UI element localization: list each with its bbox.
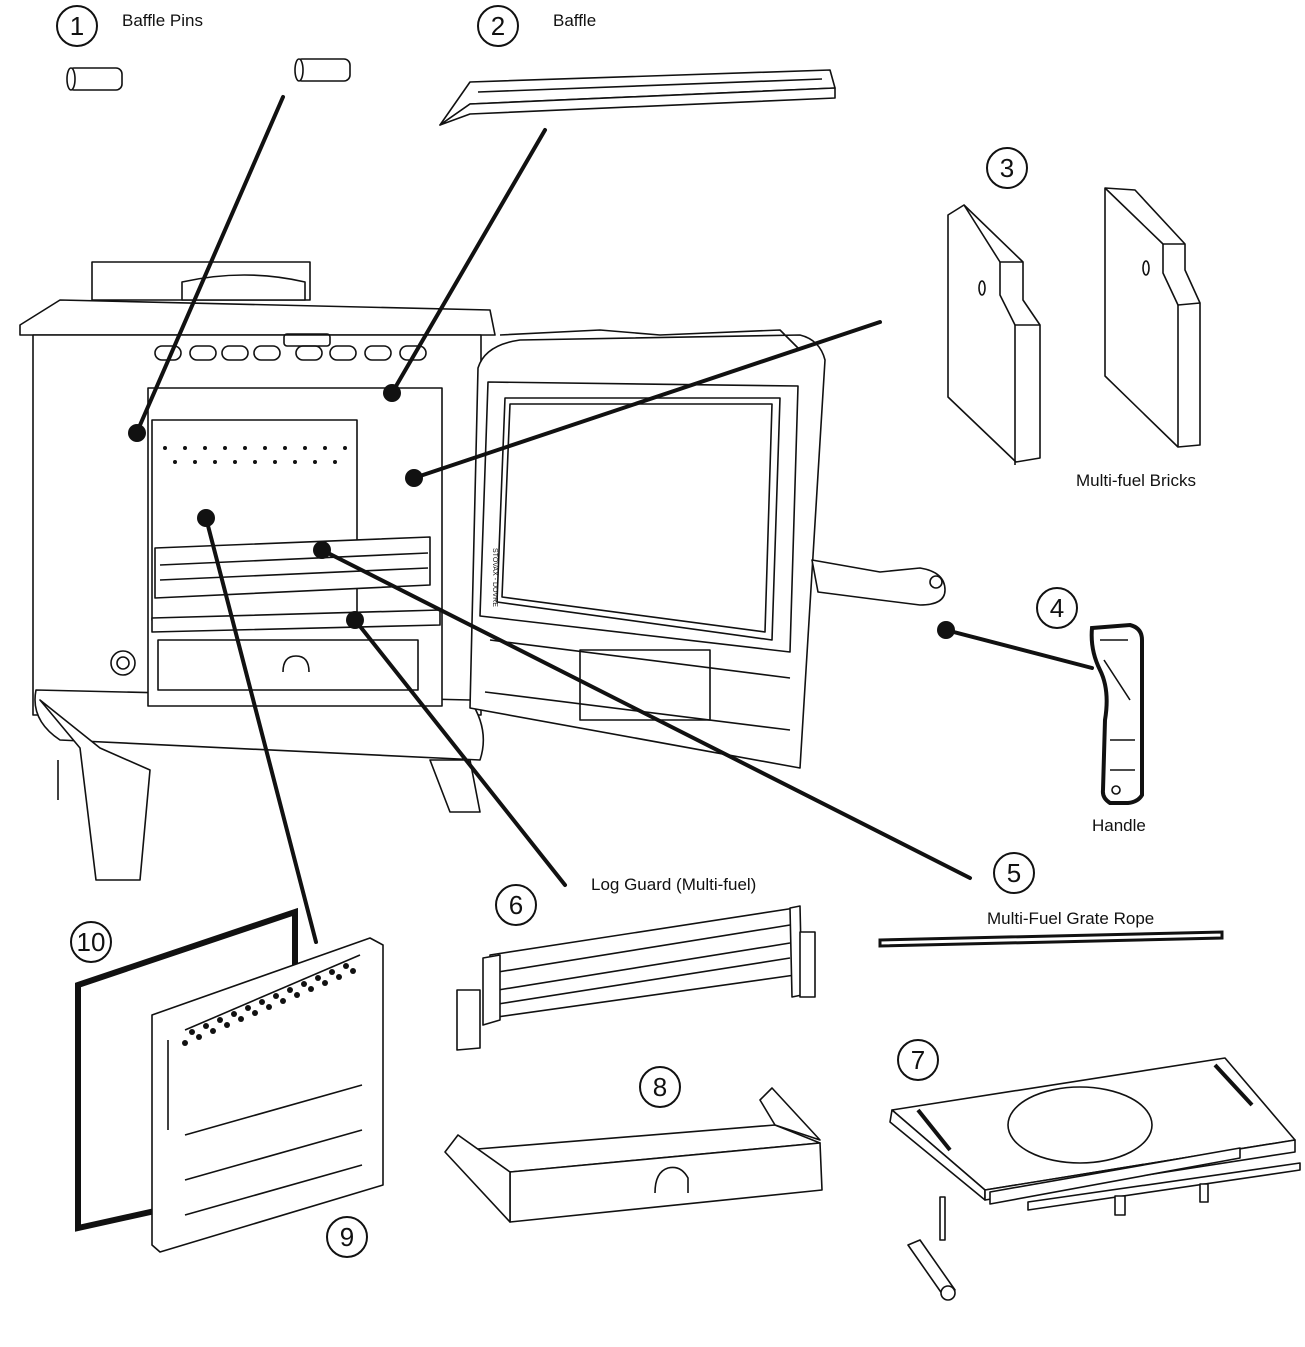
part-number-badge-8: 8: [639, 1066, 681, 1108]
part-number-badge-10: 10: [70, 921, 112, 963]
part-grate-rope: [878, 930, 1224, 948]
part-number-badge-5: 5: [993, 852, 1035, 894]
leader-lines: [128, 95, 1094, 944]
leader-handle: [944, 628, 1094, 670]
part-label-log-guard: Log Guard (Multi-fuel): [591, 875, 757, 894]
part-number-badge-3: 3: [986, 147, 1028, 189]
part-glass-panel: [75, 907, 384, 1253]
part-label-multifuel-bricks: Multi-fuel Bricks: [1076, 471, 1196, 490]
part-label-handle: Handle: [1092, 816, 1146, 835]
part-baffle-pins: [66, 58, 351, 91]
glass-panel-vent-holes: [182, 963, 356, 1046]
part-number-badge-4: 4: [1036, 587, 1078, 629]
part-label-baffle: Baffle: [553, 11, 597, 30]
leader-bricks: [412, 320, 882, 480]
part-number-badge-6: 6: [495, 884, 537, 926]
part-label-grate-rope: Multi-Fuel Grate Rope: [987, 909, 1155, 928]
leader-grate-rope: [320, 548, 972, 880]
part-number-badge-1: 1: [56, 5, 98, 47]
part-grate: [889, 1057, 1301, 1301]
part-number-badge-7: 7: [897, 1039, 939, 1081]
part-baffle: [439, 69, 836, 126]
leader-log-guard: [353, 618, 567, 887]
leader-glass-panel: [204, 516, 318, 944]
part-multifuel-bricks: [947, 187, 1201, 465]
part-door: [469, 329, 946, 769]
part-stove-body: [19, 261, 496, 881]
firebox-vent-holes: [163, 446, 347, 464]
door-stamp-text: STOVAX - DOVRE: [491, 548, 498, 607]
part-number-badge-9: 9: [326, 1216, 368, 1258]
part-label-baffle-pins: Baffle Pins: [122, 11, 203, 30]
leader-baffle: [390, 128, 547, 395]
part-log-guard: [456, 905, 816, 1051]
part-handle: [1089, 622, 1144, 805]
part-ash-pan: [444, 1087, 823, 1223]
leader-baffle-pins: [135, 95, 285, 434]
part-number-badge-2: 2: [477, 5, 519, 47]
